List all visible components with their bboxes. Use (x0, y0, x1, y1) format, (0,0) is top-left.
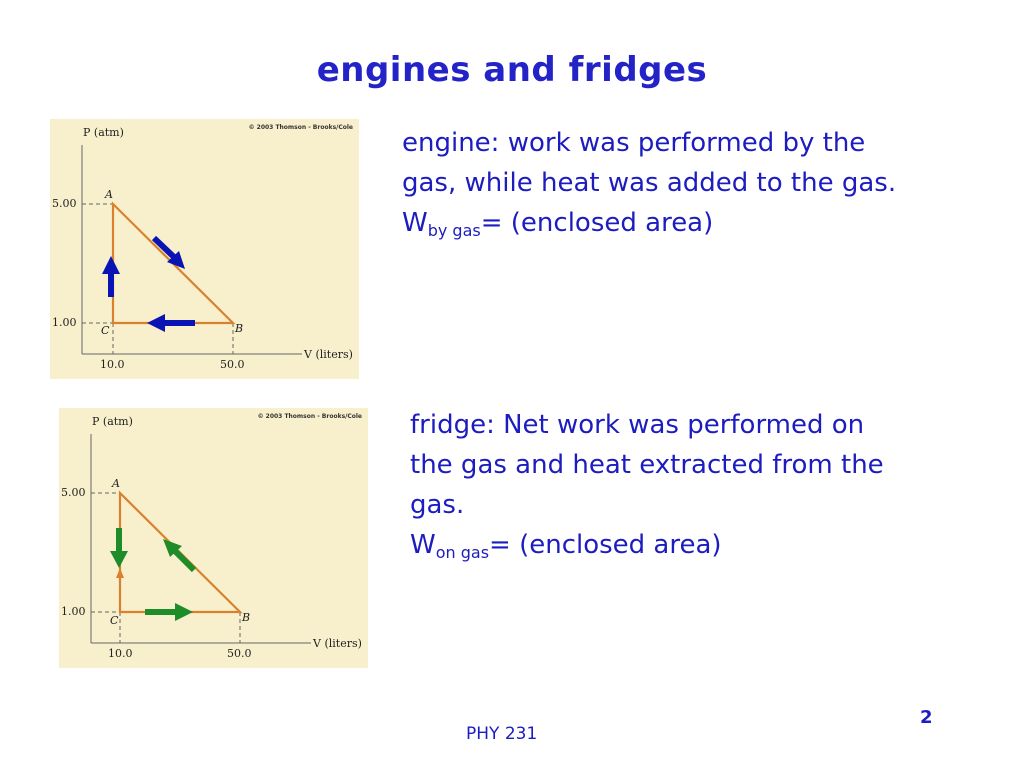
tick-10l: 10.0 (100, 358, 125, 371)
x-axis-label: V (liters) (312, 637, 362, 650)
arrow-up-head (102, 256, 120, 274)
engine-work-line: Wby gas= (enclosed area) (402, 203, 1002, 243)
slide-title: engines and fridges (316, 50, 708, 90)
diagram-panel (59, 408, 368, 668)
fridge-pv-svg: © 2003 Thomson - Brooks/Cole P (atm) V (… (59, 408, 368, 668)
engine-line-2: gas, while heat was added to the gas. (402, 168, 897, 198)
work-symbol: W (402, 208, 428, 238)
arrow-down-head (110, 551, 128, 568)
arrow-right-body (145, 609, 177, 615)
cycle-direction-mark (116, 568, 124, 578)
fridge-description: fridge: Net work was performed on the ga… (410, 405, 1010, 565)
y-axis-label: P (atm) (83, 126, 124, 139)
tick-5atm: 5.00 (52, 197, 77, 210)
work-equation: = (enclosed area) (480, 208, 714, 238)
point-a: A (104, 188, 113, 201)
point-b: B (234, 322, 243, 335)
arrow-up-body (108, 271, 114, 297)
arrow-diag-body (151, 235, 178, 261)
tick-1atm: 1.00 (52, 316, 77, 329)
arrow-diag-head (167, 251, 185, 269)
arrow-right-head (175, 603, 193, 621)
fridge-line-2: the gas and heat extracted from the (410, 450, 884, 480)
fridge-arrows (110, 528, 197, 621)
diagram-panel (50, 119, 359, 379)
x-axis-label: V (liters) (303, 348, 353, 361)
engine-line-1: engine: work was performed by the (402, 128, 866, 158)
tick-50l: 50.0 (227, 647, 252, 660)
point-c: C (101, 324, 110, 337)
copyright-label: © 2003 Thomson - Brooks/Cole (249, 124, 353, 131)
engine-pv-svg: © 2003 Thomson - Brooks/Cole P (atm) V (… (50, 119, 359, 379)
tick-50l: 50.0 (220, 358, 245, 371)
copyright-label: © 2003 Thomson - Brooks/Cole (258, 413, 362, 420)
engine-description: engine: work was performed by the gas, w… (402, 123, 1002, 243)
tick-10l: 10.0 (108, 647, 133, 660)
point-b: B (241, 611, 250, 624)
page-number: 2 (920, 707, 933, 728)
arrow-left-head (147, 314, 165, 332)
course-footer: PHY 231 (466, 724, 538, 744)
work-equation: = (enclosed area) (489, 530, 722, 560)
work-symbol: W (410, 530, 436, 560)
y-axis-label: P (atm) (92, 415, 133, 428)
engine-pv-diagram: © 2003 Thomson - Brooks/Cole P (atm) V (… (50, 119, 359, 379)
fridge-pv-diagram: © 2003 Thomson - Brooks/Cole P (atm) V (… (59, 408, 368, 668)
work-subscript: on gas (435, 543, 490, 562)
point-c: C (110, 614, 119, 627)
fridge-line-1: fridge: Net work was performed on (410, 410, 865, 440)
arrow-left-body (163, 320, 195, 326)
arrow-down-body (116, 528, 122, 554)
arrow-diag-head (163, 539, 182, 557)
tick-5atm: 5.00 (61, 486, 86, 499)
arrow-diag-body (171, 547, 197, 573)
engine-arrows (102, 235, 195, 332)
fridge-work-line: Won gas= (enclosed area) (410, 525, 1010, 565)
tick-1atm: 1.00 (61, 605, 86, 618)
fridge-line-3: gas. (410, 490, 465, 520)
work-subscript: by gas (427, 221, 481, 240)
point-a: A (111, 477, 120, 490)
